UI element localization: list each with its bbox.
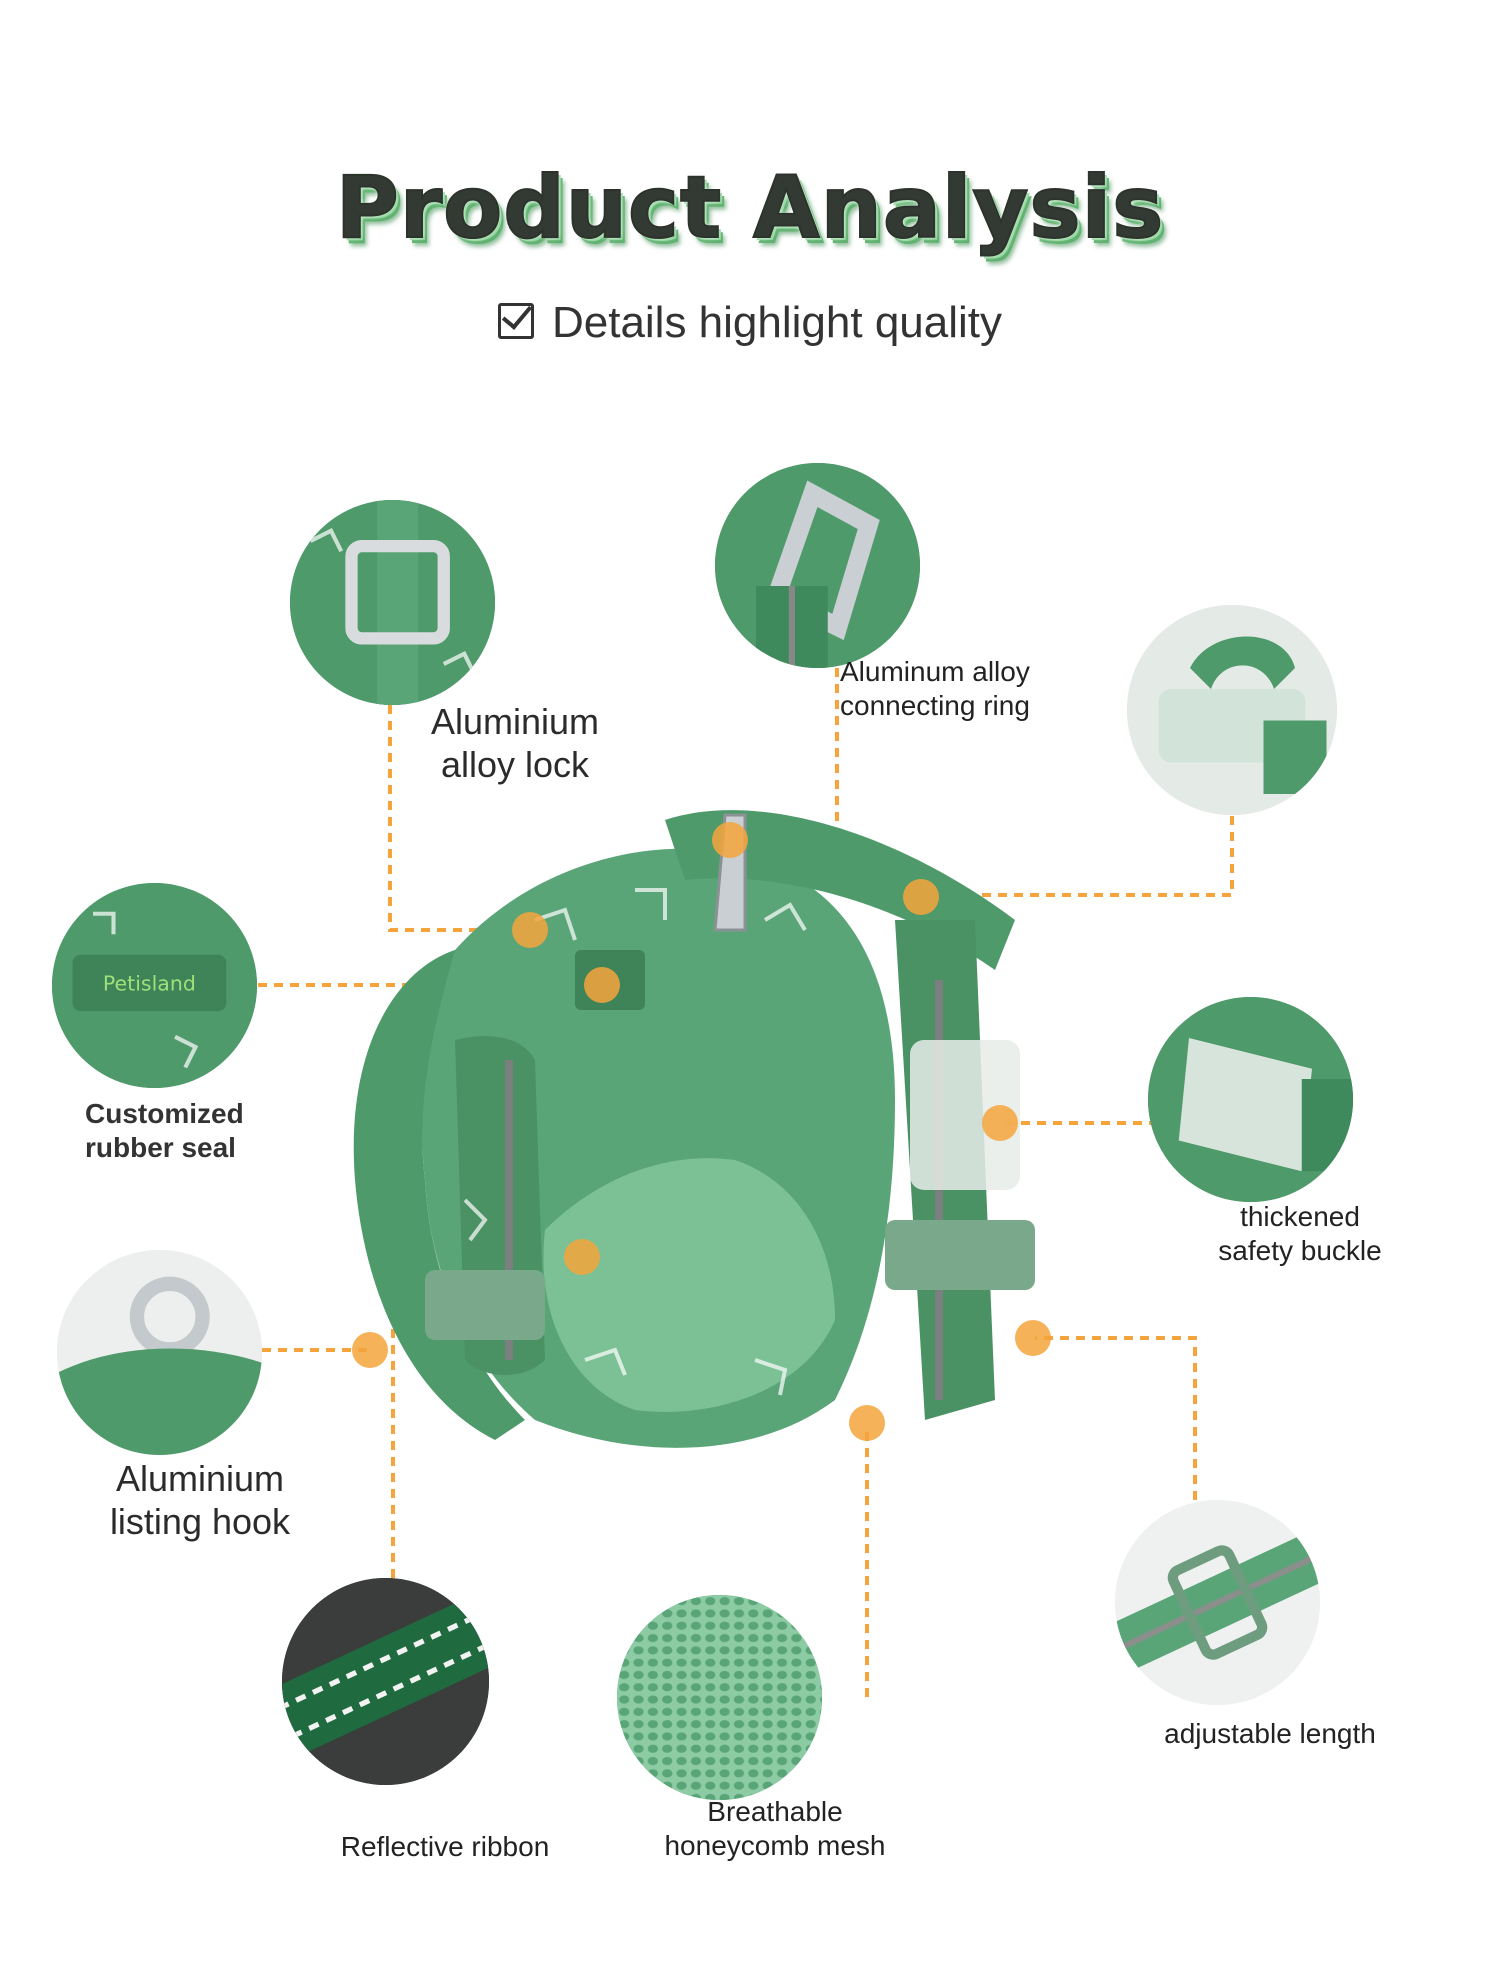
label-listing-hook-line1: Aluminium (115, 1458, 285, 1499)
handle-detail-icon (1127, 605, 1337, 815)
reflective-ribbon-icon (282, 1578, 489, 1785)
callout-dot-buckle (982, 1105, 1018, 1141)
label-honeycomb-mesh: Breathable honeycomb mesh (640, 1795, 910, 1862)
checkbox-icon (497, 303, 534, 339)
label-safety-buckle-line1: thickened (1240, 1201, 1360, 1232)
label-alloy-lock: Aluminium alloy lock (395, 700, 635, 786)
adjustable-length-icon (1115, 1500, 1320, 1705)
label-connecting-ring-line2: connecting ring (840, 689, 1030, 721)
harness-product-image (353, 810, 1035, 1448)
label-rubber-seal-line2: rubber seal (85, 1131, 236, 1163)
callout-dot-ring (712, 822, 748, 858)
label-safety-buckle-line2: safety buckle (1218, 1234, 1382, 1266)
callout-dot-handle (903, 879, 939, 915)
rubber-seal-icon: Petisland (52, 883, 257, 1088)
label-adjustable-length: adjustable length (1164, 1718, 1376, 1749)
label-connecting-ring: Aluminum alloy connecting ring (840, 655, 1080, 722)
brand-logo-text: Petisland (103, 972, 196, 996)
label-reflective-ribbon: Reflective ribbon (340, 1831, 550, 1862)
page-subtitle: Details highlight quality (0, 298, 1500, 348)
connecting-ring-icon (715, 463, 920, 668)
safety-buckle-icon (1148, 997, 1353, 1202)
label-alloy-lock-line1: Aluminium (430, 701, 600, 742)
page-title: Product Analysis (335, 157, 1165, 259)
label-rubber-seal-line1: Customized (85, 1098, 244, 1129)
alloy-lock-icon (290, 500, 495, 705)
callout-dot-length (1015, 1320, 1051, 1356)
label-alloy-lock-line2: alloy lock (440, 744, 590, 786)
listing-hook-icon (57, 1250, 262, 1455)
callout-dot-hook (352, 1332, 388, 1368)
honeycomb-mesh-icon (617, 1595, 822, 1800)
callout-dot-seal (584, 967, 620, 1003)
label-listing-hook-line2: listing hook (109, 1501, 291, 1543)
subtitle-text: Details highlight quality (551, 298, 1003, 347)
callout-dot-ribbon (564, 1239, 600, 1275)
label-listing-hook: Aluminium listing hook (80, 1457, 320, 1543)
label-connecting-ring-line1: Aluminum alloy (840, 656, 1030, 687)
label-rubber-seal: Customized rubber seal (85, 1097, 330, 1164)
label-honeycomb-mesh-line1: Breathable (707, 1796, 843, 1827)
label-safety-buckle: thickened safety buckle (1180, 1200, 1420, 1267)
callout-dot-lock (512, 912, 548, 948)
label-honeycomb-mesh-line2: honeycomb mesh (664, 1829, 886, 1861)
callout-dot-mesh (849, 1405, 885, 1441)
